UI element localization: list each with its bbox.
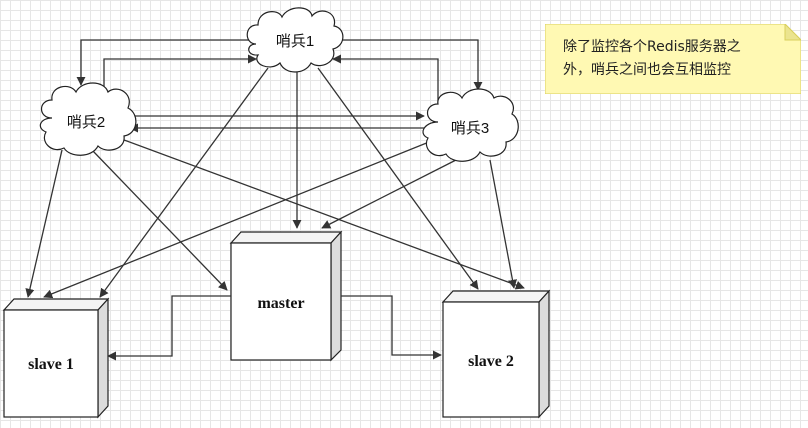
note-shape [545,24,801,94]
note-line-1: 除了监控各个Redis服务器之 [563,39,741,55]
slave2-label: slave 2 [468,353,514,370]
master-server: master [229,230,343,362]
s1-to-s3-arrow [327,39,483,91]
slave1-label: slave 1 [28,356,74,373]
s2-to-s1-arrow [103,54,257,95]
master-label: master [257,295,304,312]
note-text: 除了监控各个Redis服务器之 外，哨兵之间也会互相监控 [563,36,795,82]
connectors [25,39,525,361]
sentinel2-cloud: 哨兵2 [39,82,137,156]
sentinel2-label: 哨兵2 [67,114,105,131]
s1-to-slave1-arrow [99,67,269,298]
master-to-slave2-arrow [341,295,442,360]
note-line-2: 外，哨兵之间也会互相监控 [563,62,731,78]
s3-to-s1-arrow [332,54,439,105]
sentinel3-label: 哨兵3 [451,120,489,137]
s3-to-slave1-arrow [43,139,435,299]
s1-to-s2-arrow [76,39,252,86]
master-to-slave1-arrow [107,295,231,361]
slave1-server: slave 1 [2,297,110,419]
s2-to-slave2-arrow [123,139,525,290]
sentinel3-cloud: 哨兵3 [422,88,519,162]
slave2-server: slave 2 [441,289,551,419]
s1-to-slave2-arrow [317,67,479,290]
s3-to-master-arrow [321,159,457,229]
s3-to-slave2-arrow [489,159,517,289]
s2-to-slave1-arrow [25,149,63,298]
sentinel1-cloud: 哨兵1 [246,7,344,73]
annotation-note: 除了监控各个Redis服务器之 外，哨兵之间也会互相监控 [545,24,801,94]
sentinel1-label: 哨兵1 [276,33,314,50]
s2-to-master-arrow [91,149,228,291]
